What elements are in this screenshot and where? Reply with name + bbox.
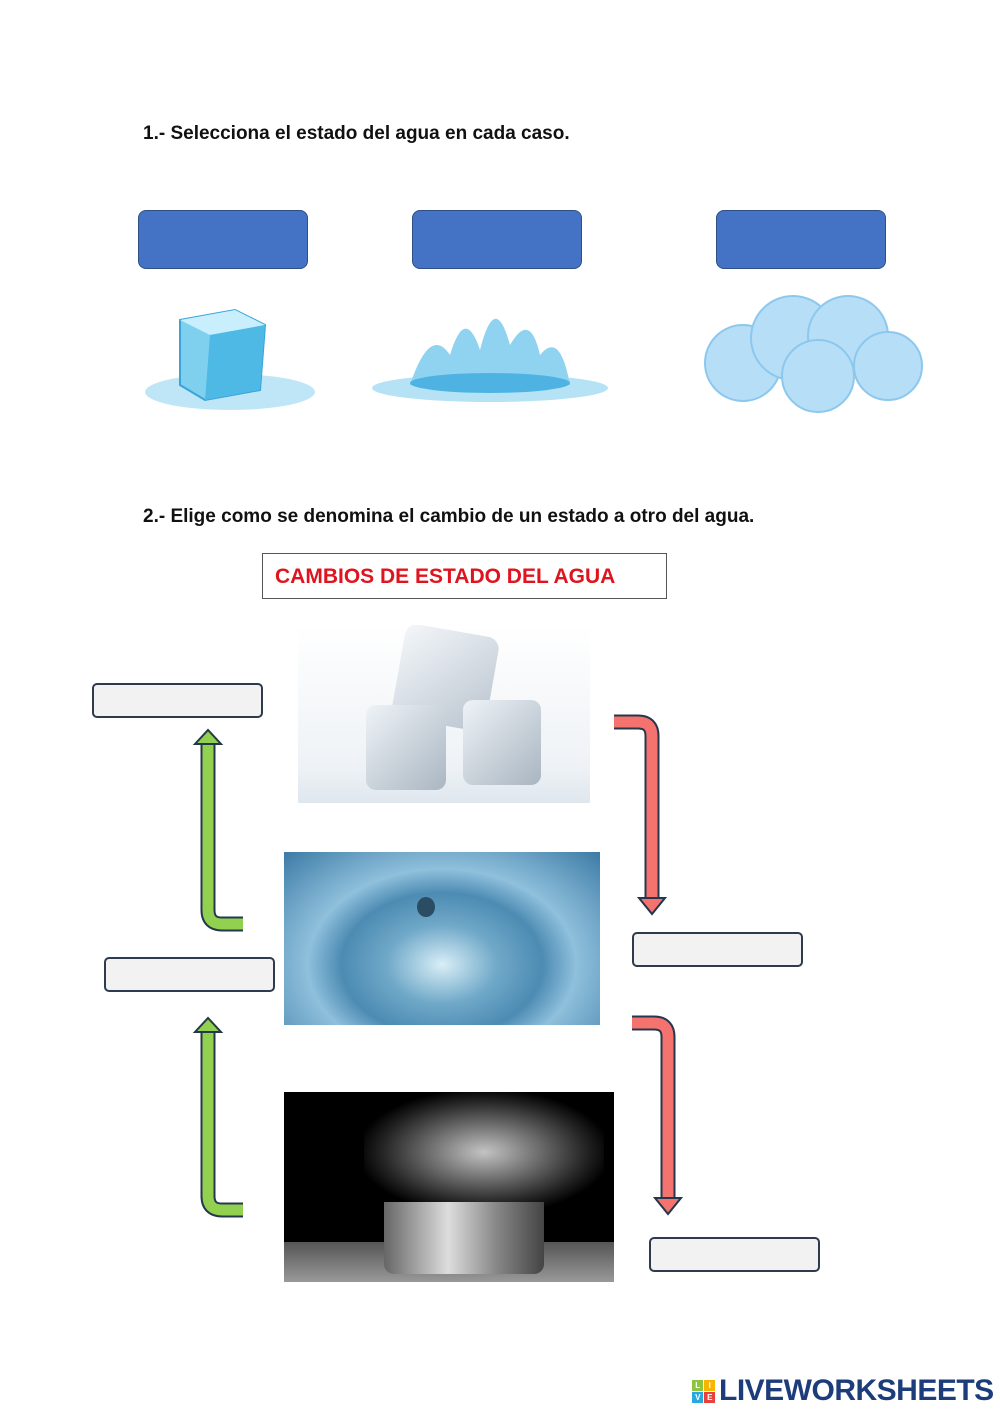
state-select-cloud[interactable] — [716, 210, 886, 269]
state-select-water[interactable] — [412, 210, 582, 269]
green-arrow-up-bottom — [192, 1016, 243, 1218]
logo-tile-l: L — [692, 1379, 703, 1391]
red-arrow-down-top — [614, 714, 668, 916]
question-1: 1.- Selecciona el estado del agua en cad… — [143, 123, 570, 144]
state-select-ice[interactable] — [138, 210, 308, 269]
diagram-title: CAMBIOS DE ESTADO DEL AGUA — [262, 553, 667, 599]
red-arrow-down-bottom — [632, 1015, 684, 1216]
steaming-pot-photo — [284, 1092, 614, 1282]
green-arrow-up-top — [192, 728, 243, 932]
water-splash-image — [372, 318, 608, 402]
logo-tile-v: V — [692, 1391, 703, 1403]
logo-tile-e: E — [704, 1391, 715, 1403]
logo-text: LIVEWORKSHEETS — [719, 1374, 994, 1407]
ice-cubes-photo — [298, 625, 590, 803]
ice-cube-image — [145, 308, 315, 410]
cloud-image — [704, 295, 923, 413]
answer-box-evaporation[interactable] — [649, 1237, 820, 1272]
answer-box-condensation[interactable] — [104, 957, 275, 992]
question-2: 2.- Elige como se denomina el cambio de … — [143, 506, 755, 527]
logo-tile-i: I — [704, 1379, 715, 1391]
answer-box-fusion[interactable] — [632, 932, 803, 967]
answer-box-solidification[interactable] — [92, 683, 263, 718]
water-drop-photo — [284, 852, 600, 1025]
